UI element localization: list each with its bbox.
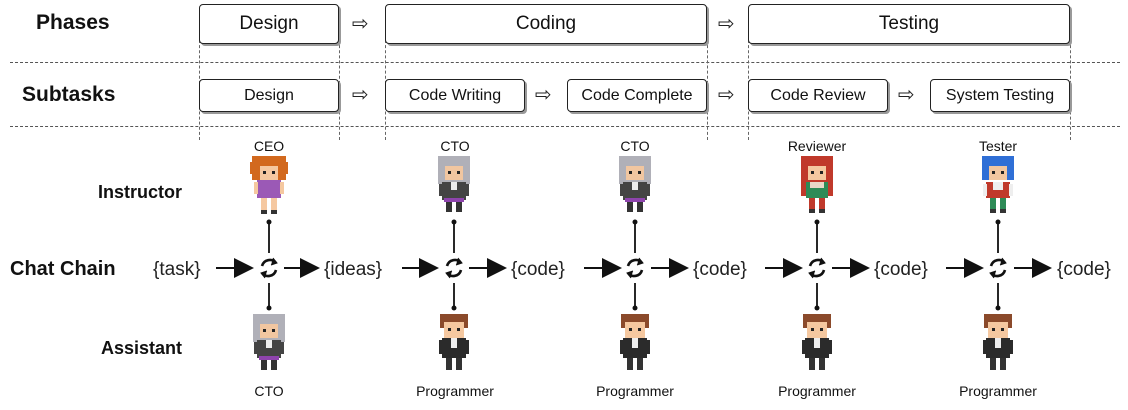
programmer-character-icon bbox=[620, 314, 650, 370]
chain-token-ideas: {ideas} bbox=[324, 259, 382, 280]
tester-character-icon bbox=[982, 156, 1014, 213]
subtask-separator-line bbox=[10, 126, 1120, 127]
subtasks-row-label: Subtasks bbox=[22, 83, 116, 106]
chain-token-code: {code} bbox=[1057, 259, 1111, 280]
programmer-character-icon bbox=[439, 314, 469, 370]
chain-token-code: {code} bbox=[511, 259, 565, 280]
instructor-role-ceo: CEO bbox=[253, 138, 285, 154]
hollow-arrow-icon: ⇨ bbox=[718, 13, 735, 35]
subtask-box-code-writing: Code Writing bbox=[385, 79, 525, 112]
cycle-icon bbox=[445, 257, 463, 279]
instructor-role-reviewer: Reviewer bbox=[787, 138, 847, 154]
cycle-icon bbox=[260, 257, 278, 279]
cto-character-icon bbox=[253, 314, 285, 370]
chain-token-task: {task} bbox=[153, 259, 201, 280]
chain-token-code: {code} bbox=[693, 259, 747, 280]
assistant-role-programmer: Programmer bbox=[778, 383, 856, 399]
cto-character-icon bbox=[438, 156, 470, 212]
chain-token-code: {code} bbox=[874, 259, 928, 280]
hollow-arrow-icon: ⇨ bbox=[352, 84, 369, 106]
chat-chain-label: Chat Chain bbox=[10, 258, 116, 280]
hollow-arrow-icon: ⇨ bbox=[535, 84, 552, 106]
subtask-box-design: Design bbox=[199, 79, 339, 112]
assistant-role-programmer: Programmer bbox=[959, 383, 1037, 399]
subtask-box-code-complete: Code Complete bbox=[567, 79, 707, 112]
cycle-icon bbox=[989, 257, 1007, 279]
hollow-arrow-icon: ⇨ bbox=[718, 84, 735, 106]
instructor-role-tester: Tester bbox=[978, 138, 1018, 154]
subtask-box-code-review: Code Review bbox=[748, 79, 888, 112]
cycle-icon bbox=[626, 257, 644, 279]
hollow-arrow-icon: ⇨ bbox=[352, 13, 369, 35]
subtask-box-system-testing: System Testing bbox=[930, 79, 1070, 112]
instructor-role-cto: CTO bbox=[440, 138, 470, 154]
guide-line bbox=[707, 40, 708, 140]
guide-line bbox=[339, 40, 340, 140]
assistant-role-cto: CTO bbox=[254, 383, 284, 399]
phase-box-coding: Coding bbox=[385, 4, 707, 44]
assistant-role-programmer: Programmer bbox=[596, 383, 674, 399]
cto-character-icon bbox=[619, 156, 651, 212]
cycle-icons bbox=[260, 257, 1007, 279]
hollow-arrow-icon: ⇨ bbox=[898, 84, 915, 106]
phase-box-testing: Testing bbox=[748, 4, 1070, 44]
phases-row-label: Phases bbox=[36, 11, 110, 34]
assistant-label: Assistant bbox=[101, 338, 183, 358]
phase-separator-line bbox=[10, 62, 1120, 63]
instructor-label: Instructor bbox=[98, 182, 183, 202]
reviewer-character-icon bbox=[801, 156, 833, 213]
programmer-character-icon bbox=[802, 314, 832, 370]
programmer-character-icon bbox=[983, 314, 1013, 370]
phase-box-design: Design bbox=[199, 4, 339, 44]
instructor-role-cto: CTO bbox=[620, 138, 650, 154]
ceo-character-icon bbox=[250, 156, 288, 214]
guide-line bbox=[1070, 40, 1071, 140]
cycle-icon bbox=[808, 257, 826, 279]
assistant-role-programmer: Programmer bbox=[416, 383, 494, 399]
